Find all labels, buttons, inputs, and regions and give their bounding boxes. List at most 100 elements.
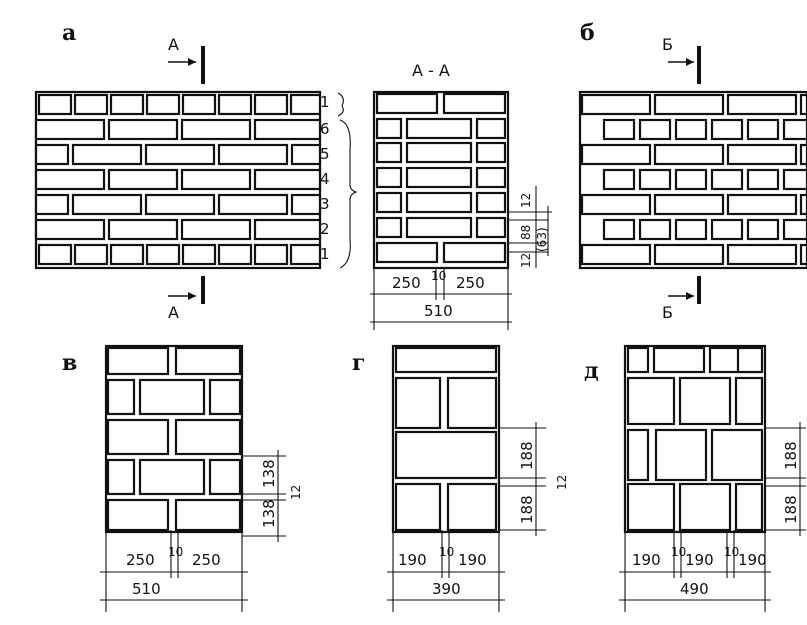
brick	[73, 93, 109, 116]
brick	[34, 168, 106, 191]
wall-v	[104, 344, 244, 534]
wall-a	[34, 90, 322, 270]
brick	[253, 243, 289, 266]
panel-label-g: г	[352, 350, 365, 376]
brick	[107, 118, 179, 141]
brick	[782, 168, 807, 191]
brick	[181, 93, 217, 116]
brick	[734, 376, 764, 426]
brick	[653, 93, 725, 116]
course-num: 3	[320, 195, 330, 213]
dim-text: 10	[431, 269, 446, 283]
cut-label: Б	[662, 303, 673, 322]
course-num: 2	[320, 220, 330, 238]
cut-mark-a-bottom: А	[168, 276, 205, 322]
brick	[638, 168, 672, 191]
dim-text: 12	[519, 253, 533, 268]
brick	[375, 216, 403, 239]
brick	[375, 191, 403, 214]
brick	[580, 193, 652, 216]
wall-g	[391, 344, 501, 534]
brick	[208, 458, 242, 496]
brick	[580, 243, 652, 266]
brick	[180, 218, 252, 241]
cut-label: Б	[662, 35, 673, 54]
dim-text: 510	[424, 302, 453, 320]
dims-d: 190 10 190 10 190 490 188 188	[619, 422, 806, 612]
dim-text: 188	[782, 495, 800, 524]
brick	[726, 243, 798, 266]
cut-mark-b-bottom: Б	[662, 276, 701, 322]
brick	[678, 376, 732, 426]
brick	[678, 482, 732, 532]
brick	[653, 143, 725, 166]
brick	[653, 193, 725, 216]
brick	[746, 168, 780, 191]
brick	[734, 482, 764, 532]
brick	[475, 117, 507, 140]
brick	[652, 346, 706, 374]
dim-text: 250	[456, 274, 485, 292]
brick	[109, 243, 145, 266]
brick	[710, 168, 744, 191]
wall-d	[623, 344, 767, 534]
panel-label-d: д	[584, 358, 599, 384]
brick	[107, 218, 179, 241]
brick	[674, 118, 708, 141]
brick	[405, 191, 473, 214]
brick	[446, 376, 498, 430]
brick	[726, 93, 798, 116]
brace-main	[339, 119, 358, 269]
brick	[34, 193, 70, 216]
cut-label: А	[168, 303, 179, 322]
brick	[71, 193, 143, 216]
dim-text: 10	[724, 545, 739, 559]
brick	[145, 93, 181, 116]
dims-g: 190 10 190 390 188 188 12	[387, 422, 569, 612]
dim-text: 190	[458, 551, 487, 569]
brick	[106, 346, 170, 376]
panel-label-a: а	[62, 20, 76, 46]
dim-text: 510	[132, 580, 161, 598]
brick	[654, 428, 708, 482]
dim-text: 190	[738, 551, 767, 569]
dim-text: 188	[782, 441, 800, 470]
brick	[710, 428, 764, 482]
brick	[638, 218, 672, 241]
dim-text: 188	[518, 495, 536, 524]
brick	[475, 191, 507, 214]
dim-text: 12	[289, 485, 303, 500]
brick	[217, 93, 253, 116]
cut-mark-b-top: Б	[662, 35, 701, 84]
brick	[638, 118, 672, 141]
panel-label-b: б	[580, 20, 595, 46]
brick	[674, 218, 708, 241]
brick	[107, 168, 179, 191]
brick	[580, 93, 652, 116]
brick	[446, 482, 498, 532]
brick	[475, 141, 507, 164]
course-numbers-a: 1 6 5 4 3 2 1	[320, 93, 330, 263]
brick	[138, 378, 206, 416]
brick	[109, 93, 145, 116]
brick	[217, 143, 289, 166]
brick	[602, 118, 636, 141]
dim-text: 10	[439, 545, 454, 559]
brick	[37, 243, 73, 266]
brick	[106, 378, 136, 416]
brick	[375, 92, 439, 115]
brick	[394, 376, 442, 430]
brick	[710, 218, 744, 241]
brick	[799, 143, 807, 166]
brick	[394, 482, 442, 532]
brick	[34, 143, 70, 166]
brick	[375, 117, 403, 140]
dim-text: (63)	[535, 227, 549, 252]
brick	[726, 193, 798, 216]
dim-text: 490	[680, 580, 709, 598]
panel-label-v: в	[62, 350, 77, 376]
brick	[746, 218, 780, 241]
dim-text: 190	[632, 551, 661, 569]
dim-text: 88	[519, 225, 533, 240]
brick	[289, 93, 322, 116]
